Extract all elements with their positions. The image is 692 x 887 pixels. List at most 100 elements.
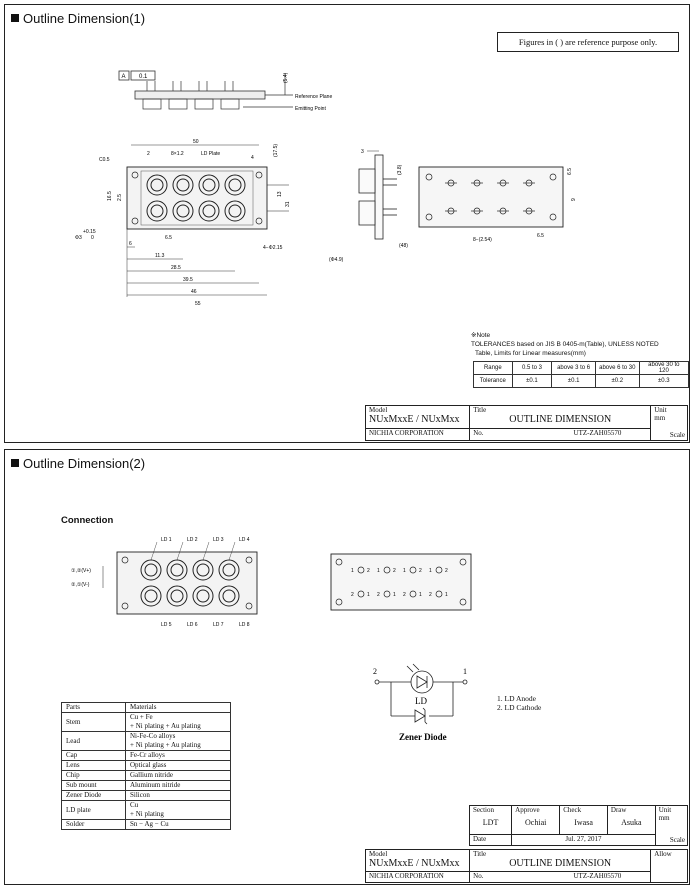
dim-13-label: 13 [277, 191, 283, 197]
dim-0-label: 0 [91, 235, 94, 241]
table-cell: above 3 to 6 [551, 361, 596, 375]
pin-number: 2 [351, 592, 354, 598]
ld-label-top: LD 1 [161, 537, 172, 543]
dim-395-label: 39.5 [183, 277, 193, 283]
dim-65b-label: 6.5 [537, 233, 544, 239]
pin-number: 2 [403, 592, 406, 598]
pin-number: 1 [429, 568, 432, 574]
material-line: Cu + Fe [130, 713, 153, 721]
material-line: Ni-Fe-Co alloys [130, 732, 176, 740]
circuit-diagram: 2 1 LD Zener Diode [373, 663, 468, 742]
tolerance-note: ※Note TOLERANCES based on JIS B 0405-m(T… [471, 331, 659, 358]
table-cell: above 6 to 30 [594, 361, 640, 375]
ld-label-bottom: LD 7 [213, 622, 224, 628]
material-line: + Ni plating [130, 810, 164, 818]
sheet-title: Outline Dimension(2) [11, 456, 145, 471]
scale-label: Scale [669, 431, 685, 439]
section-value: LDT [482, 818, 499, 827]
ld-label-top: LD 4 [239, 537, 250, 543]
table-cell: Tolerance [473, 374, 513, 388]
dim-radius-label: 8×1.2 [171, 151, 184, 157]
ld-label-top: LD 3 [213, 537, 224, 543]
material-line: + Ni plating + Au plating [130, 722, 201, 730]
ld-symbol-label: LD [415, 696, 427, 706]
material-line: Cu [130, 801, 139, 809]
dim-3-label: 3 [361, 149, 364, 155]
unit-label: Unit [654, 406, 667, 414]
material-cell: Sn − Ag − Cu [125, 819, 231, 830]
title-value: OUTLINE DIMENSION [509, 414, 612, 425]
part-cell: Cap [61, 750, 126, 761]
pin-number: 1 [367, 592, 370, 598]
bullet-square-icon [11, 459, 19, 467]
ld-label-bottom: LD 8 [239, 622, 250, 628]
pin-number: 1 [393, 592, 396, 598]
part-cell: Lead [61, 731, 126, 751]
check-label: Check [563, 806, 582, 814]
material-cell: Silicon [125, 790, 231, 801]
model-label: Model [369, 406, 388, 414]
part-cell: LD plate [61, 800, 126, 820]
company-name: NICHIA CORPORATION [364, 427, 471, 442]
draw-value: Asuka [621, 818, 642, 827]
bullet-square-icon [11, 14, 19, 22]
ld-pin-legend: 1. LD Anode 2. LD Cathode [497, 694, 541, 712]
allow-label: Allow [650, 849, 688, 883]
material-cell: Aluminum nitride [125, 780, 231, 791]
ld-label-bottom: LD 6 [187, 622, 198, 628]
zener-diode-label: Zener Diode [399, 732, 447, 742]
pin-number: 2 [419, 568, 422, 574]
dim-6-label: 6 [129, 241, 132, 247]
drawing-sheet-1: Outline Dimension(1) Figures in ( ) are … [4, 4, 690, 443]
material-cell: Cu+ Ni plating [125, 800, 231, 820]
pin-number: 1 [403, 568, 406, 574]
sheet-title: Outline Dimension(1) [11, 11, 145, 26]
part-cell: Stem [61, 712, 126, 732]
table-row: Parts Materials [61, 702, 231, 713]
approve-value: Ochiai [525, 818, 547, 827]
scale-label: Scale [669, 836, 685, 844]
approve-label: Approve [515, 806, 540, 814]
drawing-sheet-2: Outline Dimension(2) Connection LD 1 LD … [4, 449, 690, 885]
ld-anode-legend: 1. LD Anode [497, 694, 536, 703]
pin-number: 1 [377, 568, 380, 574]
title-label: Title [473, 850, 487, 858]
no-value: UTZ-ZAH05570 [573, 428, 622, 437]
material-cell: Ni-Fe-Co alloys+ Ni plating + Au plating [125, 731, 231, 751]
note-line: TOLERANCES based on JIS B 0405-m(Table),… [471, 341, 659, 348]
connection-title: Connection [61, 515, 114, 526]
draw-label: Draw [610, 806, 627, 814]
ld-label-top: LD 2 [187, 537, 198, 543]
dim-113-label: 11.3 [155, 253, 165, 259]
table-cell: above 30 to 120 [638, 361, 690, 375]
dim-c05-label: C0.5 [99, 157, 110, 163]
date-value: Jul. 27, 2017 [511, 834, 656, 846]
material-cell: Gallium nitride [125, 770, 231, 781]
part-cell: Sub mount [61, 780, 126, 791]
table-cell: ±0.1 [551, 374, 596, 388]
table-cell: ±0.3 [638, 374, 690, 388]
unit-value: mm [658, 814, 670, 822]
ld-plate-label: LD Plate [201, 151, 220, 157]
pin-2-label: 2 [373, 667, 377, 676]
table-cell: ±0.2 [594, 374, 640, 388]
note-mark: ※Note [471, 332, 491, 339]
section-label: Section [473, 806, 494, 814]
dim-8x-label: 8−(2.54) [473, 237, 492, 243]
dim-65-right-label: 6.5 [567, 168, 573, 175]
dim-25-label: 2.5 [117, 194, 123, 201]
pin-1-label: 1 [463, 667, 467, 676]
dim-9-label: 9 [571, 198, 577, 201]
bottom-view-drawing: 6.5 9 8−(2.54) 6.5 [418, 166, 577, 243]
material-line: + Ni plating + Au plating [130, 741, 201, 749]
dim-50-label: 50 [193, 139, 199, 145]
table-header: Parts [61, 702, 126, 713]
